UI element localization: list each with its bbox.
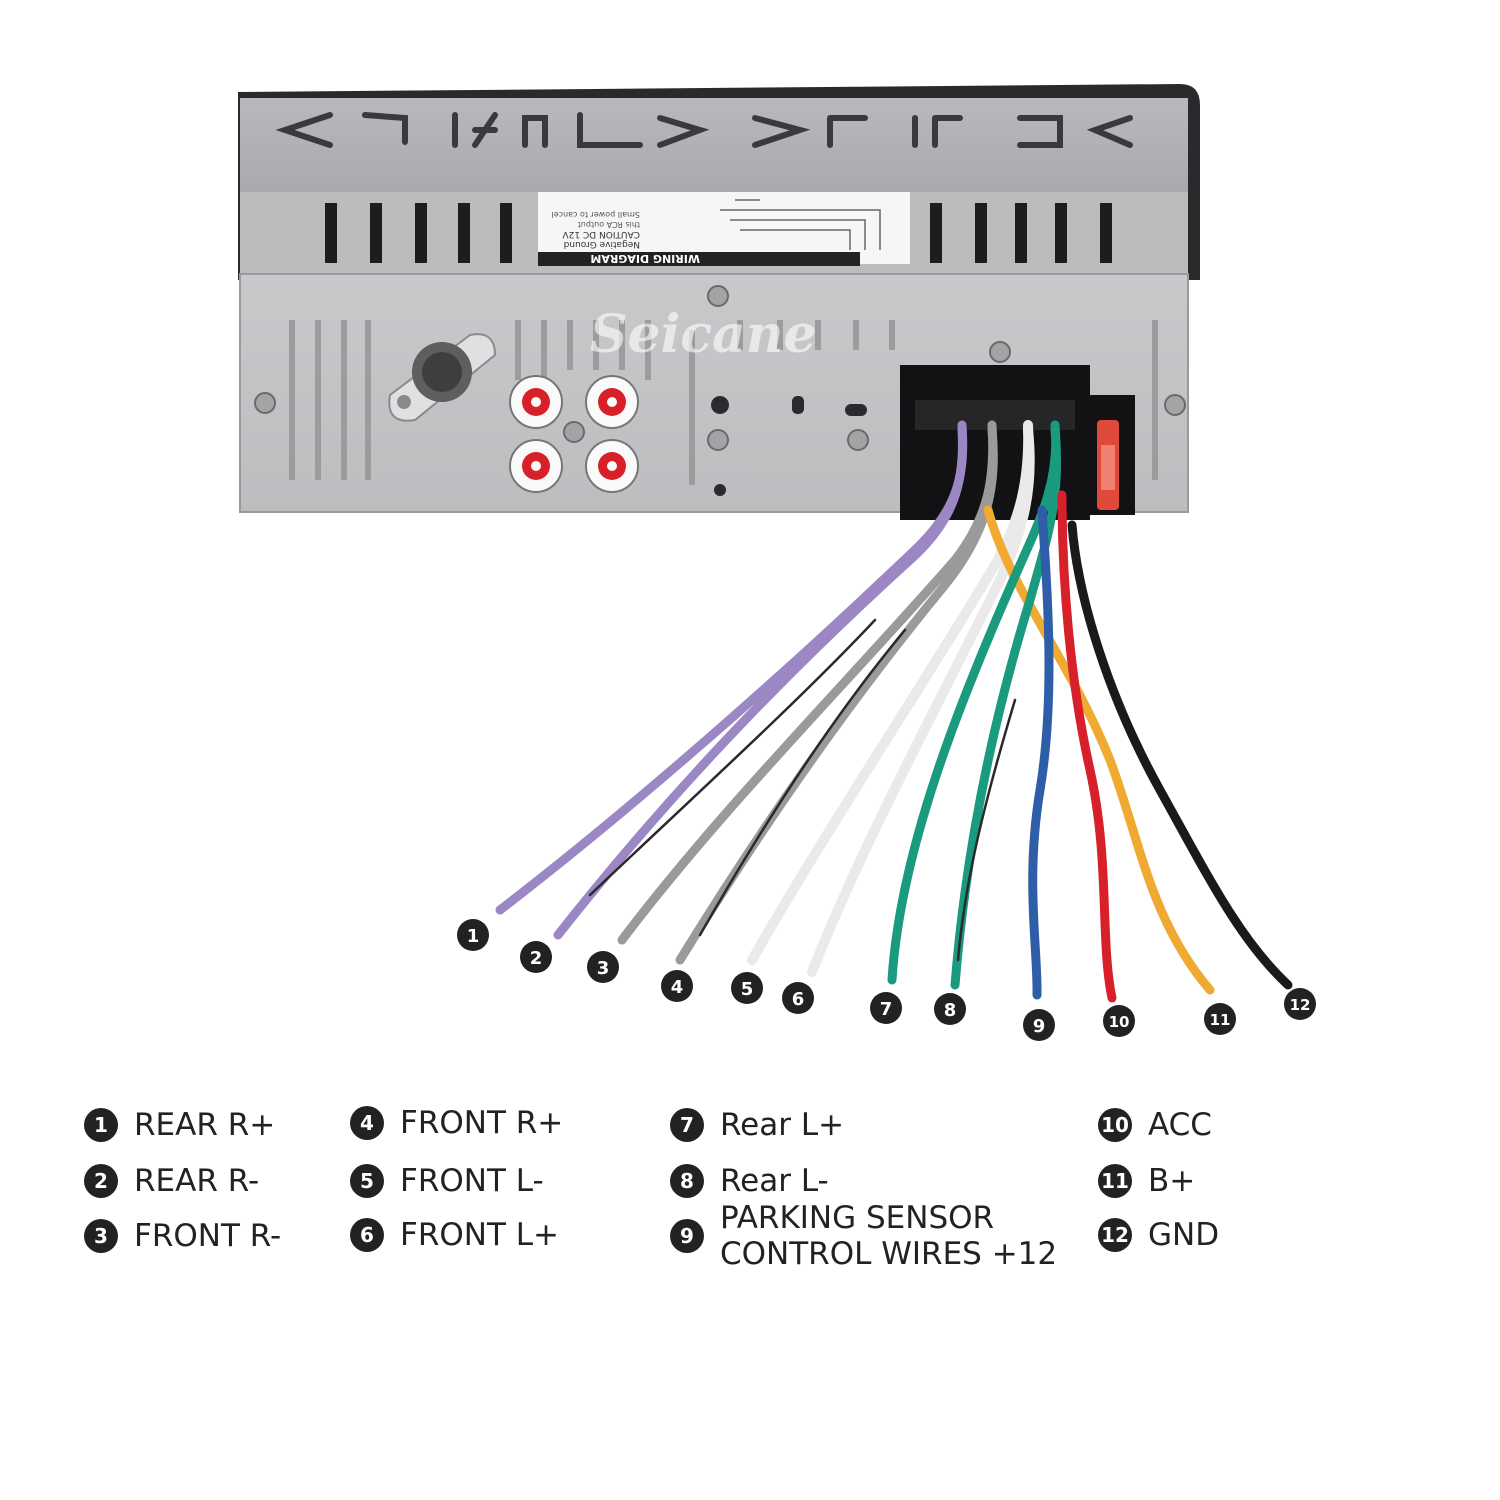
legend-label: ACC <box>1148 1107 1212 1143</box>
legend-label: B+ <box>1148 1163 1196 1199</box>
wire-marker-7: 7 <box>870 992 902 1024</box>
wire-12-black <box>1067 520 1293 990</box>
legend-number: 7 <box>670 1108 704 1142</box>
svg-text:this RCA output: this RCA output <box>578 220 640 229</box>
legend-label: GND <box>1148 1217 1220 1253</box>
wire-marker-9: 9 <box>1023 1009 1055 1041</box>
top-vent-slots <box>275 112 1133 148</box>
wire-10-red <box>1057 490 1117 1003</box>
wire-marker-6: 6 <box>782 982 814 1014</box>
svg-text:12: 12 <box>1290 996 1311 1014</box>
legend-label: REAR R+ <box>134 1107 276 1143</box>
wire-marker-11: 11 <box>1204 1003 1236 1035</box>
mounting-holes <box>711 396 867 496</box>
wire-marker-3: 3 <box>587 951 619 983</box>
rca-outputs <box>509 375 639 493</box>
legend-label: FRONT L- <box>400 1163 544 1199</box>
legend-number: 9 <box>670 1219 704 1253</box>
wire-11-orange <box>983 505 1215 995</box>
legend-item-12: 12 GND <box>1098 1218 1219 1252</box>
legend-item-6: 6 FRONT L+ <box>350 1218 559 1252</box>
svg-text:1: 1 <box>467 926 480 947</box>
legend-label: REAR R- <box>134 1163 260 1199</box>
wire-6-white-black <box>807 425 1035 977</box>
legend-number: 2 <box>84 1164 118 1198</box>
wiring-label-sticker: WIRING DIAGRAM CAUTION DC 12V Negative G… <box>538 192 910 266</box>
wire-7-green <box>887 420 1061 985</box>
wire-8-green-black <box>950 425 1062 990</box>
wire-9-blue <box>1028 505 1054 1000</box>
svg-text:11: 11 <box>1210 1011 1231 1029</box>
legend-number: 1 <box>84 1108 118 1142</box>
svg-text:6: 6 <box>792 989 805 1010</box>
svg-text:5: 5 <box>741 979 754 1000</box>
legend-item-5: 5 FRONT L- <box>350 1164 544 1198</box>
svg-text:7: 7 <box>880 999 893 1020</box>
svg-text:3: 3 <box>597 958 610 979</box>
legend-item-9: 9 PARKING SENSOR CONTROL WIRES +12 <box>670 1200 1057 1272</box>
wire-harness <box>495 420 1293 1003</box>
rear-panel-ribs <box>289 320 1158 485</box>
svg-text:4: 4 <box>671 977 684 998</box>
svg-text:10: 10 <box>1109 1013 1130 1031</box>
legend-number: 10 <box>1098 1108 1132 1142</box>
legend-label: FRONT R- <box>134 1218 282 1254</box>
legend-label: FRONT R+ <box>400 1105 564 1141</box>
svg-text:WIRING DIAGRAM: WIRING DIAGRAM <box>590 252 700 265</box>
legend-number: 3 <box>84 1219 118 1253</box>
svg-text:8: 8 <box>944 1000 957 1021</box>
side-vent-slots <box>325 203 1112 263</box>
legend-label: PARKING SENSOR CONTROL WIRES +12 <box>720 1200 1058 1272</box>
legend-label: Rear L+ <box>720 1107 845 1143</box>
legend-item-1: 1 REAR R+ <box>84 1108 275 1142</box>
legend-item-7: 7 Rear L+ <box>670 1108 844 1142</box>
legend-number: 4 <box>350 1106 384 1140</box>
legend-label: Rear L- <box>720 1163 829 1199</box>
legend-item-3: 3 FRONT R- <box>84 1219 281 1253</box>
wire-marker-1: 1 <box>457 919 489 951</box>
legend-item-2: 2 REAR R- <box>84 1164 259 1198</box>
legend-number: 8 <box>670 1164 704 1198</box>
svg-text:9: 9 <box>1033 1016 1046 1037</box>
wire-marker-2: 2 <box>520 941 552 973</box>
wire-number-markers: 1 2 3 4 5 6 7 8 9 10 11 12 <box>457 919 1316 1041</box>
svg-text:CAUTION DC 12V: CAUTION DC 12V <box>562 229 640 239</box>
wire-marker-5: 5 <box>731 972 763 1004</box>
legend-item-8: 8 Rear L- <box>670 1164 829 1198</box>
legend-label: FRONT L+ <box>400 1217 559 1253</box>
svg-text:Negative Ground: Negative Ground <box>564 239 640 249</box>
wire-2-purple-black <box>553 425 967 940</box>
legend-number: 6 <box>350 1218 384 1252</box>
legend-number: 11 <box>1098 1164 1132 1198</box>
svg-text:Small power to cancel: Small power to cancel <box>551 210 640 219</box>
legend-number: 12 <box>1098 1218 1132 1252</box>
legend-item-4: 4 FRONT R+ <box>350 1106 563 1140</box>
screws <box>254 285 1186 451</box>
wire-marker-4: 4 <box>661 970 693 1002</box>
legend-item-10: 10 ACC <box>1098 1108 1212 1142</box>
legend-item-11: 11 B+ <box>1098 1164 1195 1198</box>
watermark-text: Seicane <box>590 304 817 365</box>
wire-marker-12: 12 <box>1284 988 1316 1020</box>
legend-number: 5 <box>350 1164 384 1198</box>
wire-marker-8: 8 <box>934 993 966 1025</box>
wire-marker-10: 10 <box>1103 1005 1135 1037</box>
antenna-socket <box>388 333 497 422</box>
svg-text:2: 2 <box>530 948 543 969</box>
